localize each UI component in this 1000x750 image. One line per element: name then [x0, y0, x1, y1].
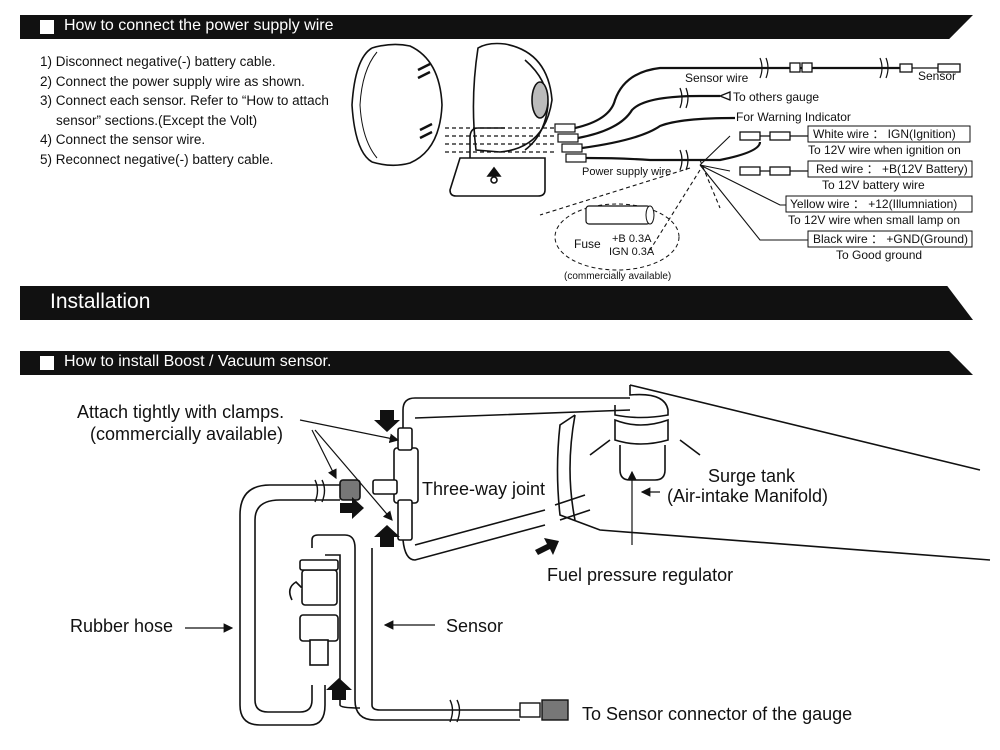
step-item: 4) Connect the sensor wire.	[40, 132, 206, 147]
label-commercially: (commercially available)	[564, 271, 671, 282]
label-to-others-gauge: To others gauge	[733, 90, 819, 104]
label-surge-tank: Surge tank	[708, 466, 796, 486]
three-way-joint	[339, 427, 419, 541]
label-attach-sub: (commercially available)	[90, 424, 283, 444]
break-marks	[679, 57, 889, 171]
step-item: 2) Connect the power supply wire as show…	[40, 73, 305, 89]
label-red-sub: To 12V battery wire	[822, 178, 925, 192]
fuse-illustration	[554, 203, 680, 271]
label-fuel-regulator: Fuel pressure regulator	[547, 565, 733, 585]
header-square-icon	[40, 20, 54, 34]
label-three-way: Three-way joint	[422, 479, 545, 499]
label-fuse-b: +B 0.3A	[612, 233, 652, 245]
step-item: sensor” sections.(Except the Volt)	[56, 112, 258, 128]
section-title: How to connect the power supply wire	[64, 17, 334, 34]
label-attach: Attach tightly with clamps.	[77, 402, 284, 422]
step-item: 3) Connect each sensor. Refer to “How to…	[40, 93, 329, 108]
section-header-installation: Installation	[20, 286, 973, 320]
gauge-front-illustration	[351, 43, 443, 167]
label-to-connector: To Sensor connector of the gauge	[582, 704, 852, 724]
label-red-wire: Red wire ： +B(12V Battery)	[816, 162, 968, 176]
instruction-steps: 1) Disconnect negative(-) battery cable.…	[40, 52, 329, 169]
pointer-arrows	[185, 419, 660, 633]
gauge-connector	[314, 479, 569, 723]
plug-connectors	[445, 123, 587, 163]
label-black-wire: Black wire ： +GND(Ground)	[813, 232, 968, 246]
label-black-sub: To Good ground	[836, 248, 922, 262]
section-header-boost-sensor: How to install Boost / Vacuum sensor.	[20, 351, 973, 375]
section-header-power-supply: How to connect the power supply wire	[20, 15, 973, 39]
header-square-icon	[40, 356, 54, 370]
sensor-unit	[288, 559, 339, 666]
label-yellow-wire: Yellow wire ： +12(Illumniation)	[790, 197, 957, 211]
wire-harness	[574, 66, 900, 162]
label-white-sub: To 12V wire when ignition on	[808, 143, 961, 157]
label-fuse-ign: IGN 0.3A	[609, 246, 655, 258]
flow-arrows	[326, 410, 559, 700]
label-sensor: Sensor	[918, 69, 956, 83]
label-power-supply-wire: Power supply wire	[582, 166, 671, 178]
label-white-wire: White wire ： IGN(Ignition)	[813, 127, 956, 141]
label-fuse: Fuse	[574, 237, 601, 251]
wire-label-boxes	[785, 125, 973, 248]
label-sensor-wire: Sensor wire	[685, 71, 749, 85]
section-title: How to install Boost / Vacuum sensor.	[64, 353, 332, 370]
section-title: Installation	[50, 290, 151, 313]
label-rubber-hose: Rubber hose	[70, 616, 173, 636]
wire-guide-lines	[539, 135, 808, 251]
label-yellow-sub: To 12V wire when small lamp on	[788, 213, 960, 227]
surge-tank-illustration	[556, 384, 991, 561]
wire-endings	[718, 62, 961, 176]
step-item: 5) Reconnect negative(-) battery cable.	[40, 151, 274, 167]
label-air-intake: (Air-intake Manifold)	[667, 486, 828, 506]
gauge-back-illustration	[449, 42, 553, 197]
hose-lines	[239, 397, 631, 726]
step-item: 1) Disconnect negative(-) battery cable.	[40, 54, 276, 69]
label-sensor: Sensor	[446, 616, 503, 636]
label-warning-indicator: For Warning Indicator	[736, 110, 851, 124]
